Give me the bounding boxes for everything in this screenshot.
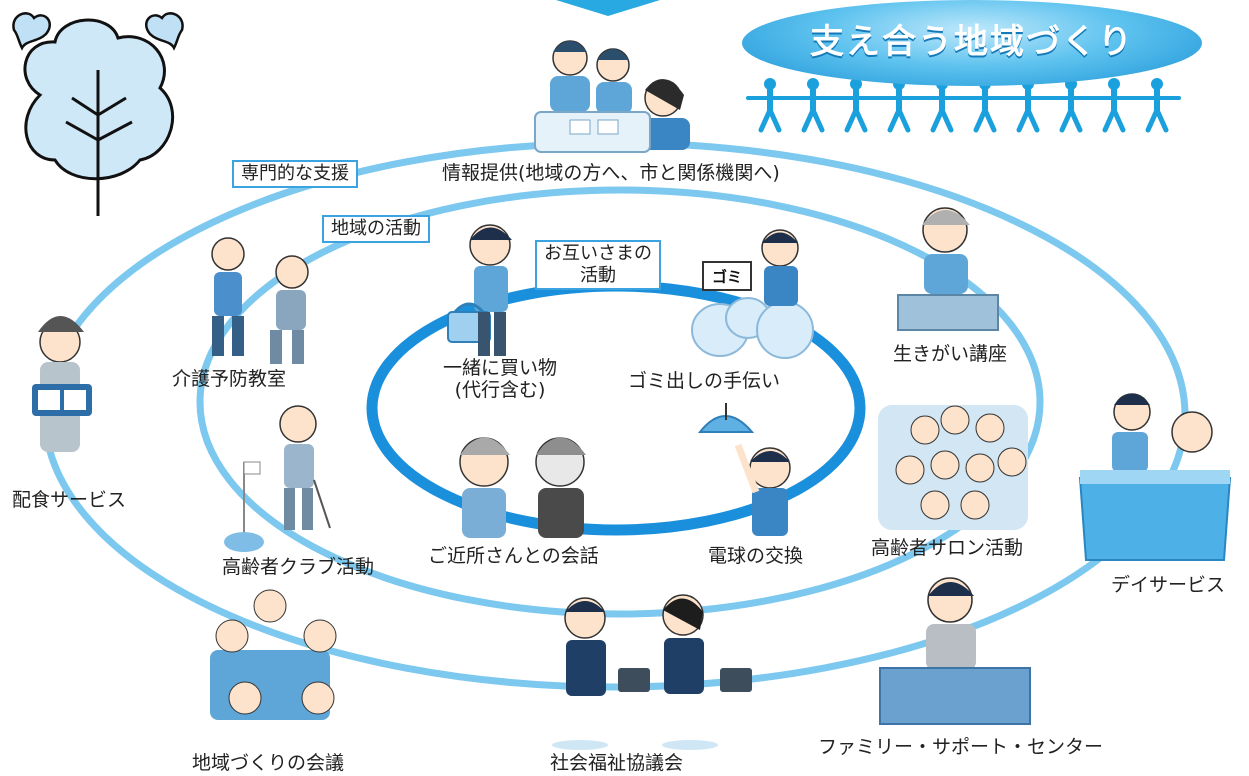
person-figure-icon <box>1047 78 1095 133</box>
shopping-illustration <box>447 224 512 356</box>
page-title: 支え合う地域づくり <box>810 22 1134 62</box>
specialized-support-label: 専門的な支援 <box>232 160 358 188</box>
mutual-activities-line2: 活動 <box>580 265 616 286</box>
title-banner <box>742 0 1202 86</box>
senior-salon-label: 高齢者サロン活動 <box>871 537 1024 559</box>
day-service-label: デイサービス <box>1111 574 1226 596</box>
person-figure-icon <box>789 78 837 133</box>
community-meeting-label: 地域づくりの会議 <box>192 752 345 774</box>
person-figure-icon <box>1004 78 1052 133</box>
family-support-center-label: ファミリー・サポート・センター <box>818 736 1104 758</box>
top-arrow-icon <box>556 0 660 16</box>
mutual-activities-label: お互いさまの 活動 <box>535 240 661 290</box>
day-service-illustration <box>1078 393 1232 561</box>
neighbor-chat-label: ご近所さんとの会話 <box>428 545 599 567</box>
person-figure-icon <box>875 78 923 133</box>
senior-salon-illustration <box>878 405 1028 530</box>
shopping-label-line2: (代行含む) <box>454 379 546 401</box>
lifelong-lecture-illustration <box>897 207 999 331</box>
people-chain-icon <box>746 78 1181 133</box>
tree-icon <box>23 18 175 216</box>
wind-icon <box>12 12 184 51</box>
person-figure-icon <box>746 78 794 133</box>
social-welfare-council-illustration <box>552 594 752 750</box>
person-figure-icon <box>1133 78 1181 133</box>
middle-ring <box>196 186 1044 618</box>
community-meeting-illustration <box>210 589 337 720</box>
meal-delivery-label: 配食サービス <box>12 489 127 511</box>
info-provision-label: 情報提供(地域の方へ、市と関係機関へ) <box>442 162 780 184</box>
garbage-help-label: ゴミ出しの手伝い <box>628 370 781 392</box>
neighbor-chat-illustration <box>459 437 586 538</box>
mutual-activities-line1: お互いさまの <box>544 243 652 264</box>
senior-club-illustration <box>224 405 331 552</box>
person-figure-icon <box>1090 78 1138 133</box>
garbage-sign-text: ゴミ <box>712 268 742 286</box>
senior-club-label: 高齢者クラブ活動 <box>222 556 375 578</box>
shopping-label: 一緒に買い物 (代行含む) <box>420 357 580 401</box>
bulb-change-label: 電球の交換 <box>708 545 804 567</box>
bulb-change-illustration <box>697 403 791 536</box>
care-prevention-class-label: 介護予防教室 <box>172 368 287 390</box>
care-prevention-class-illustration <box>211 237 309 364</box>
info-provision-illustration <box>534 40 690 153</box>
person-figure-icon <box>832 78 880 133</box>
social-welfare-council-label: 社会福祉協議会 <box>550 752 684 774</box>
meal-delivery-illustration <box>32 316 92 452</box>
community-activities-label: 地域の活動 <box>322 215 430 243</box>
garbage-help-illustration: ゴミ <box>691 229 814 359</box>
shopping-label-line1: 一緒に買い物 <box>442 357 557 379</box>
family-support-center-illustration <box>879 577 1031 725</box>
lifelong-lecture-label: 生きがい講座 <box>893 343 1008 365</box>
